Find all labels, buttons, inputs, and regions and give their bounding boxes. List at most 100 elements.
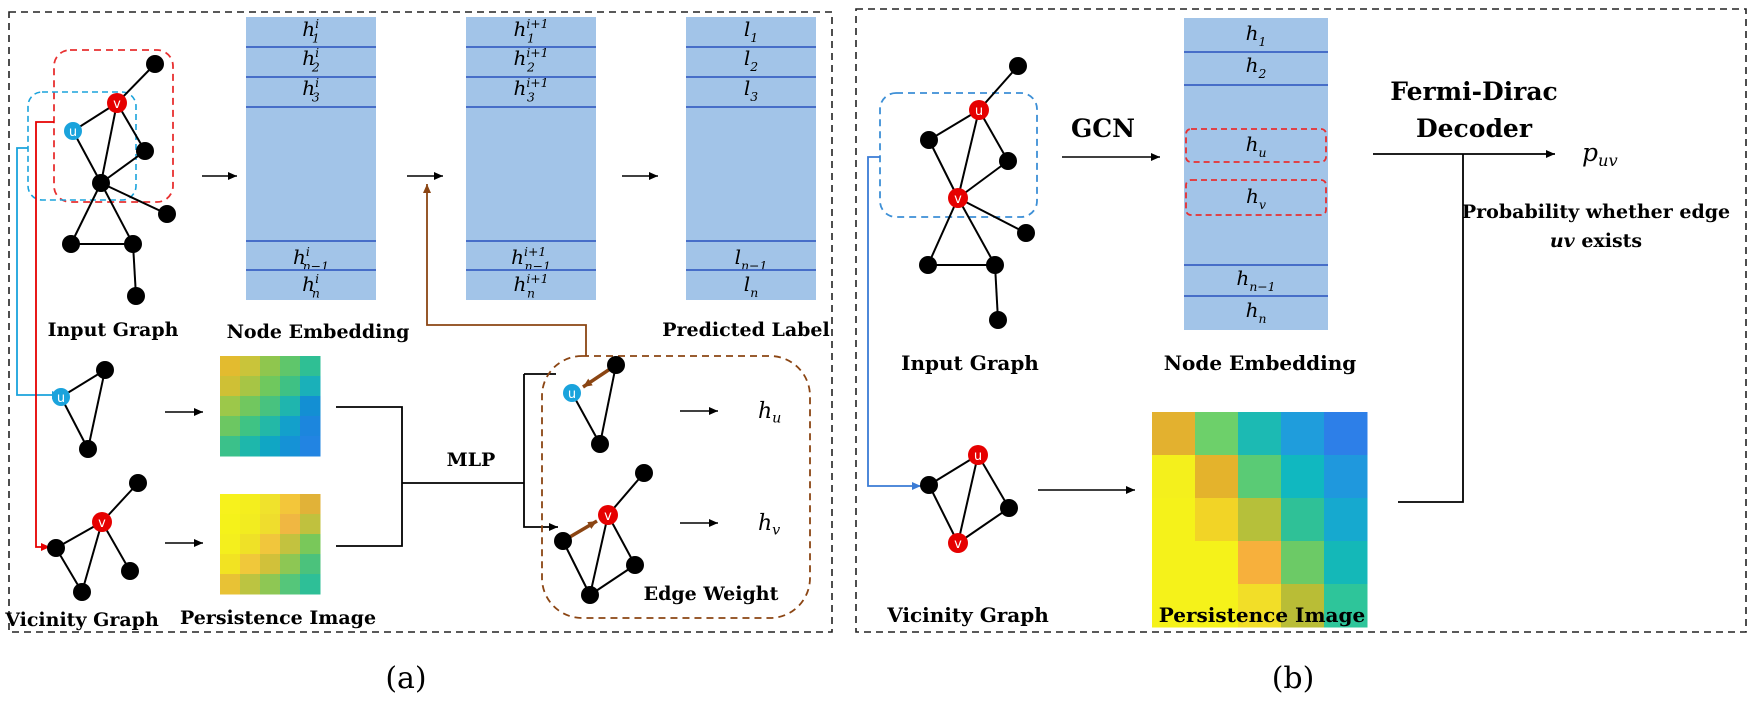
heatmap-cell <box>240 416 261 437</box>
graph-node-v <box>107 93 127 113</box>
graph-node <box>919 256 937 274</box>
graph-node <box>129 474 147 492</box>
embedding-column <box>466 17 596 300</box>
heatmap-cell <box>1195 412 1239 456</box>
vicinity-graph-label: Vicinity Graph <box>4 609 159 631</box>
heatmap-cell <box>1324 412 1368 456</box>
graph-node <box>79 440 97 458</box>
heatmap-cell <box>220 554 241 575</box>
heatmap-cell <box>1281 498 1325 542</box>
input-graph-label-b: Input Graph <box>901 351 1039 375</box>
heatmap-cell <box>260 574 281 595</box>
graph-node <box>1000 499 1018 517</box>
heatmap-cell <box>260 554 281 575</box>
heatmap-cell <box>240 376 261 397</box>
math-label: l2 <box>744 46 758 74</box>
heatmap-cell <box>240 554 261 575</box>
graph-node <box>121 562 139 580</box>
graph-node <box>73 583 91 601</box>
node-u-label: u <box>975 104 983 119</box>
heatmap-cell <box>220 436 241 457</box>
red-connector <box>35 121 54 551</box>
node-u-label: u <box>568 387 576 402</box>
heatmap-cell <box>1281 584 1325 628</box>
persistence-image-v <box>220 494 321 595</box>
graph-node <box>1017 224 1035 242</box>
heatmap-cell <box>1195 584 1239 628</box>
embedding-column <box>686 17 816 300</box>
heatmap-cell <box>280 574 301 595</box>
node-u-label: u <box>974 449 982 464</box>
graph-node-u <box>968 445 988 465</box>
heatmap-cell <box>1238 412 1282 456</box>
graph-node <box>92 174 110 192</box>
mlp-label: MLP <box>447 449 496 471</box>
heatmap-cell <box>240 356 261 377</box>
graph-node-v <box>598 505 618 525</box>
graph-node-u <box>64 122 82 140</box>
graph-node <box>607 356 625 374</box>
heatmap-cell <box>1152 541 1196 585</box>
heatmap-cell <box>300 436 321 457</box>
graph-node <box>124 235 142 253</box>
heatmap-cell <box>240 514 261 535</box>
heatmap-cell <box>260 396 281 417</box>
graph-node-u <box>563 384 581 402</box>
vicinity-connector-b <box>867 156 921 490</box>
caption-b: (b) <box>1272 661 1315 696</box>
heatmap-cell <box>1152 584 1196 628</box>
panel-a-border <box>8 11 833 633</box>
embedding-column <box>246 17 376 300</box>
graph-node <box>635 464 653 482</box>
graph-node <box>920 131 938 149</box>
heatmap-cell <box>220 416 241 437</box>
graph-node-u <box>52 388 70 406</box>
graph-node <box>146 55 164 73</box>
heatmap-cell <box>1324 584 1368 628</box>
node-v-label: v <box>954 192 962 207</box>
input-graph-a-nodes: u v <box>62 55 176 305</box>
math-label: hv <box>1246 184 1266 212</box>
math-label: l1 <box>744 17 758 45</box>
heatmap-cell <box>240 436 261 457</box>
hv-output: hv <box>758 511 780 538</box>
heatmap-cell <box>280 436 301 457</box>
heatmap-cell <box>1281 455 1325 499</box>
graph-node <box>136 142 154 160</box>
graph-node-v <box>948 188 968 208</box>
heatmap-cell <box>1152 412 1196 456</box>
node-v-label: v <box>98 516 106 531</box>
heatmap-cell <box>1324 498 1368 542</box>
persistence-image-label: Persistence Image <box>180 607 376 629</box>
node-embedding-label-b: Node Embedding <box>1164 351 1357 375</box>
heatmap-cell <box>1238 498 1282 542</box>
graph-node <box>591 435 609 453</box>
heatmap-cell <box>1238 455 1282 499</box>
heatmap-cell <box>260 494 281 515</box>
heatmap-cell <box>280 356 301 377</box>
input-graph-blue-box <box>27 91 137 201</box>
decoder-label-line2: Decoder <box>1416 114 1533 143</box>
heatmap-cell <box>1152 498 1196 542</box>
graph-node <box>999 152 1017 170</box>
persistence-image-u <box>220 356 321 457</box>
graph-node <box>127 287 145 305</box>
heatmap-cell <box>280 416 301 437</box>
heatmap-cell <box>280 514 301 535</box>
hu-highlight <box>1185 128 1327 163</box>
mlp-connector <box>523 374 558 531</box>
node-v-label: v <box>604 509 612 524</box>
graph-node <box>986 256 1004 274</box>
heatmap-cell <box>1324 455 1368 499</box>
vicinity-graph-label-b: Vicinity Graph <box>886 603 1049 627</box>
